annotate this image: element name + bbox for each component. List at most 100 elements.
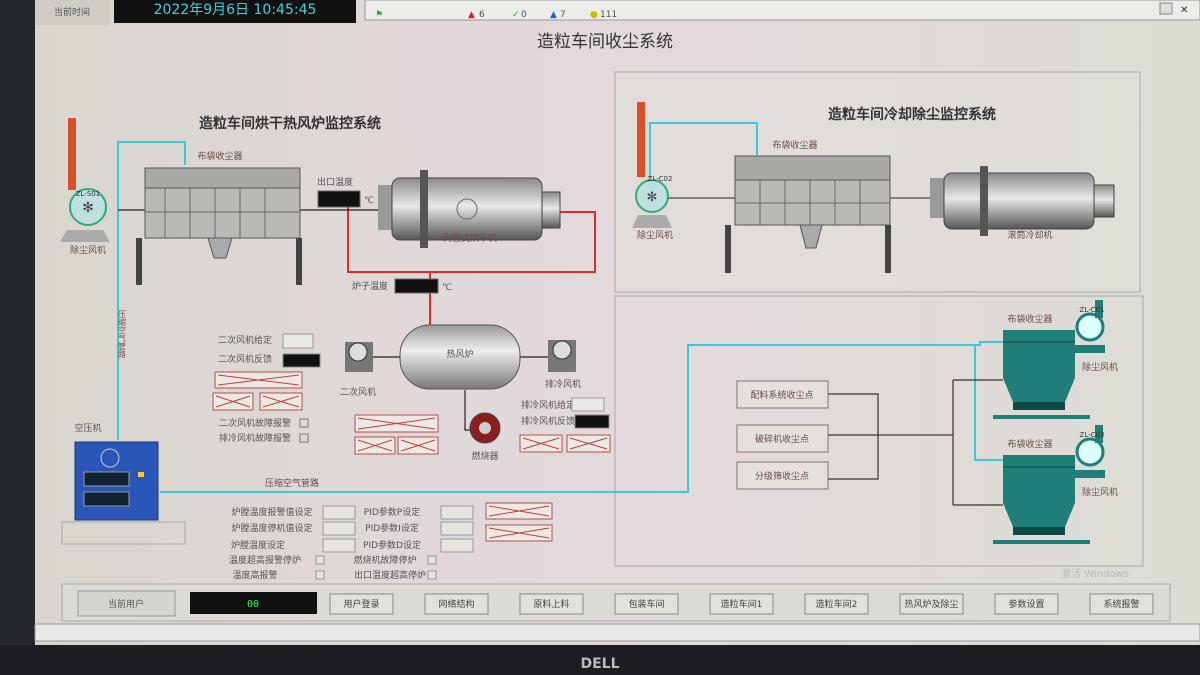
dryer-section-title: 造粒车间烘干热风炉监控系统 [199, 115, 381, 132]
temp-setpoint-label: 炉膛温度设定 [231, 539, 285, 551]
footer-nav-button[interactable]: 热风炉及除尘 [899, 593, 964, 615]
compressed-air-pipes [117, 141, 1003, 493]
footer-nav-button[interactable]: 系统报警 [1089, 593, 1154, 615]
bag-filter-label-right: 布袋收尘器 [772, 139, 817, 151]
teal-bag-filter[interactable] [993, 330, 1105, 419]
pid-d-input[interactable] [440, 538, 474, 553]
temp-setpoint-input[interactable] [322, 538, 356, 553]
alarm-red-count: 6 [479, 10, 485, 20]
footer-nav-button-label: 系统报警 [1103, 598, 1139, 610]
teal-filter-label: 布袋收尘器 [1007, 438, 1052, 450]
cooler-label: 滚筒冷却机 [1007, 229, 1052, 241]
window-close-button[interactable]: ✕ [1180, 5, 1188, 16]
bag-filter-right[interactable] [725, 155, 891, 273]
alarm-blue-icon: ▲ [550, 10, 557, 20]
fan-outlet [1095, 300, 1103, 318]
secondary-fan-setpoint-input[interactable] [282, 333, 314, 349]
control-button[interactable] [214, 371, 303, 389]
fan-outlet [1095, 425, 1103, 443]
fan-blade-icon: ✻ [82, 200, 94, 216]
secondary-fan-feedback-display [282, 353, 321, 368]
bag-filter-left[interactable] [136, 167, 302, 285]
teal-bag-filter[interactable] [993, 455, 1105, 544]
footer-nav-button[interactable]: 包装车间 [614, 593, 679, 615]
exhaust-fan-setpoint-input[interactable] [571, 397, 605, 412]
stop-setpoint-input[interactable] [322, 521, 356, 536]
control-button[interactable] [354, 436, 396, 455]
control-button[interactable] [259, 392, 303, 411]
footer-nav-button[interactable]: 用户登录 [329, 593, 394, 615]
cooling-section-title: 造粒车间冷却除尘监控系统 [828, 106, 996, 123]
footer-nav-button[interactable]: 造粒车间1 [709, 593, 774, 615]
air-compressor[interactable] [74, 441, 159, 521]
footer-nav-button[interactable]: 造粒车间2 [804, 593, 869, 615]
cooling-fan-icon[interactable] [635, 179, 669, 213]
hot-air-furnace[interactable] [399, 324, 521, 390]
exhaust-fan-icon[interactable] [548, 340, 576, 372]
alarm-bar[interactable] [364, 0, 1200, 21]
overtemp-stop-label: 温度超高报警停炉 [229, 554, 301, 566]
cooling-fan-label: 除尘风机 [637, 229, 673, 241]
furnace-temp-label: 炉子温度 [352, 280, 388, 292]
dust-point-pipes [828, 379, 1003, 506]
fan-base-right [632, 215, 672, 228]
control-button[interactable] [485, 502, 553, 520]
furnace-temp-unit: ℃ [442, 283, 452, 293]
exhaust-fan-feedback-display [574, 414, 610, 429]
chimney-left [68, 118, 76, 190]
footer-nav-button-label: 用户登录 [343, 598, 379, 610]
fan-base-left [60, 230, 110, 242]
pid-i-input[interactable] [440, 521, 474, 536]
dust-point-box[interactable]: 分级筛收尘点 [736, 461, 829, 490]
exhaust-fan-fault-checkbox[interactable] [299, 433, 309, 443]
dust-point-box[interactable]: 配料系统收尘点 [736, 380, 829, 409]
secondary-fan-feedback-label: 二次风机反馈 [218, 353, 272, 365]
teal-fan-tag: ZL-C01 [1080, 306, 1105, 314]
outlet-temp-unit: ℃ [364, 196, 374, 206]
control-button[interactable] [566, 434, 611, 453]
footer-nav-button[interactable]: 原料上料 [519, 593, 584, 615]
outlet-overtemp-stop-checkbox[interactable] [427, 570, 437, 580]
exhaust-fan-feedback-label: 排冷风机反馈 [521, 415, 575, 427]
alarm-green-count: 0 [521, 10, 527, 20]
outlet-overtemp-stop-label: 出口温度超高停炉 [354, 569, 426, 581]
dust-points-panel [614, 295, 1144, 567]
footer-nav: 用户登录 网络结构 原料上料 包装车间 造粒车间1 造粒车间2 热风炉及除尘 参数设置 系统报警 [329, 593, 1154, 615]
dust-point-box[interactable]: 破碎机收尘点 [736, 424, 829, 453]
control-button[interactable] [519, 434, 563, 453]
datetime-display [114, 0, 356, 23]
drum-cooler[interactable] [930, 166, 1115, 236]
dust-fan-icon[interactable] [1075, 312, 1105, 342]
overtemp-stop-checkbox[interactable] [315, 555, 325, 565]
tube-dryer[interactable] [378, 170, 561, 248]
dust-fan-icon[interactable] [1075, 437, 1105, 467]
teal-filter-label: 布袋收尘器 [1007, 313, 1052, 325]
burner-fault-stop-checkbox[interactable] [427, 555, 437, 565]
secondary-fan-fault-checkbox[interactable] [299, 418, 309, 428]
control-button[interactable] [354, 414, 439, 433]
control-button[interactable] [397, 436, 439, 455]
pid-i-label: PID参数I设定 [365, 522, 419, 534]
footer-nav-button[interactable]: 网络结构 [424, 593, 489, 615]
pid-p-label: PID参数P设定 [364, 506, 420, 518]
pid-p-input[interactable] [440, 505, 474, 520]
alarm-yellow-icon: ● [590, 10, 598, 20]
control-button[interactable] [212, 392, 254, 411]
dust-point-label: 配料系统收尘点 [750, 389, 813, 401]
taskbar [34, 623, 1200, 642]
page-title: 造粒车间收尘系统 [537, 32, 673, 52]
alarm-ack-icon: ✓ [512, 10, 520, 20]
alarm-setpoint-input[interactable] [322, 505, 356, 520]
dust-fan-icon[interactable] [69, 188, 107, 226]
secondary-fan-icon[interactable] [345, 342, 373, 372]
high-temp-alarm-checkbox[interactable] [315, 570, 325, 580]
control-button[interactable] [485, 524, 553, 542]
header-left-label: 当前时间 [54, 6, 90, 18]
footer-nav-button[interactable]: 参数设置 [994, 593, 1059, 615]
window-restore-button[interactable] [1159, 2, 1173, 15]
alarm-flag-icon: ⚑ [375, 10, 383, 20]
dryer-label: 列管式烘干机 [443, 232, 497, 244]
